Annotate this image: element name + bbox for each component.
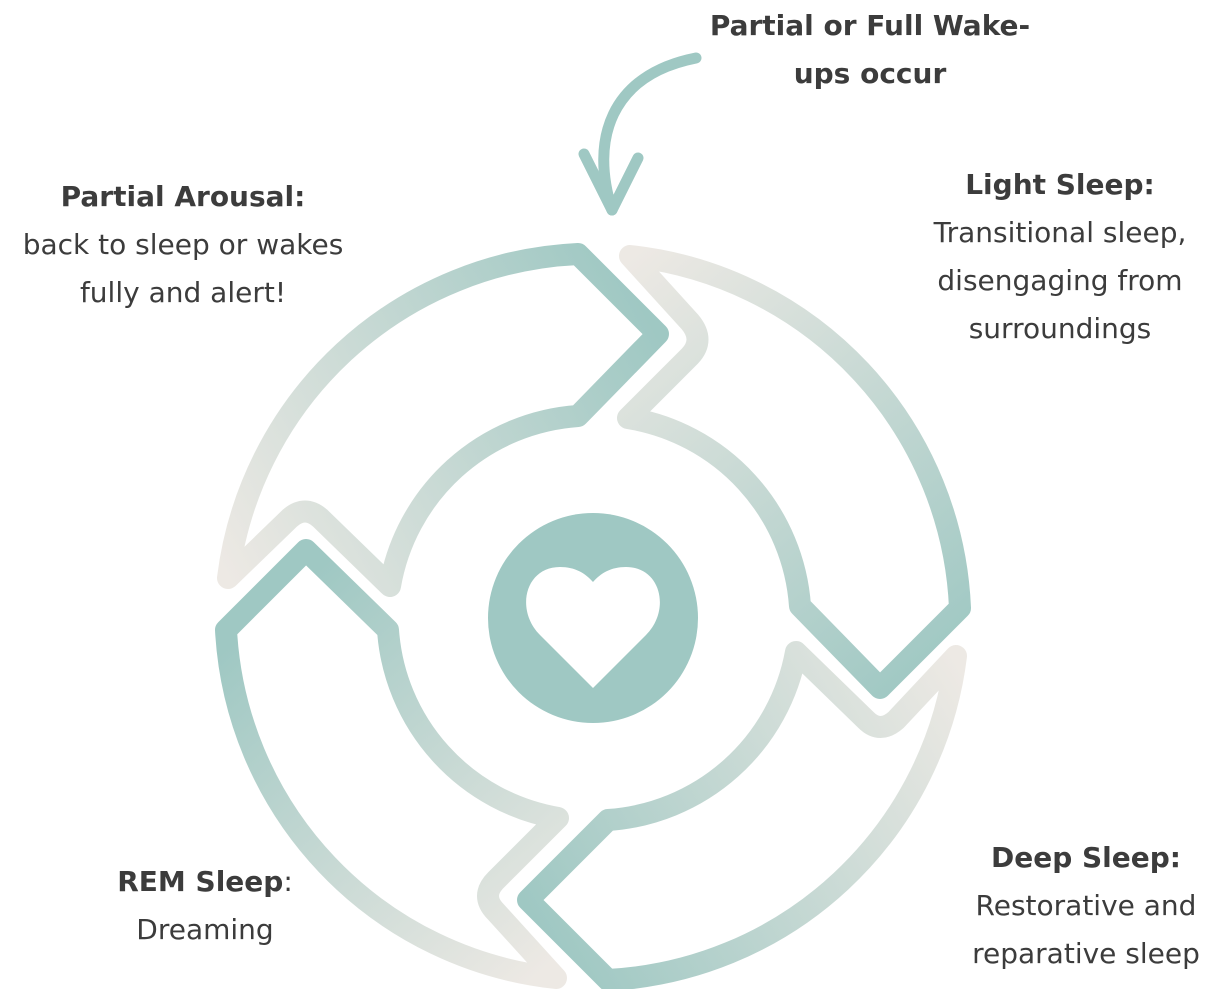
label-partial-arousal: Partial Arousal: back to sleep or wakes … <box>0 173 366 317</box>
wake-title-line2: ups occur <box>793 57 947 90</box>
label-wake-ups: Partial or Full Wake- ups occur <box>690 2 1050 98</box>
curved-arrow-icon <box>578 52 702 216</box>
deep-sleep-line2: reparative sleep <box>972 937 1200 970</box>
segment-partial-arousal <box>217 243 669 597</box>
light-sleep-line3: surroundings <box>968 312 1152 345</box>
deep-sleep-title: Deep Sleep: <box>991 841 1181 874</box>
light-sleep-title: Light Sleep: <box>965 168 1155 201</box>
segment-deep-sleep <box>517 641 967 989</box>
segment-light-sleep <box>617 245 971 699</box>
rem-title: REM Sleep <box>117 865 284 898</box>
light-sleep-line1: Transitional sleep, <box>933 216 1187 249</box>
segment-rem-sleep <box>215 539 569 989</box>
rem-title-colon: : <box>283 865 293 898</box>
arousal-line1: back to sleep or wakes <box>22 228 344 261</box>
label-rem-sleep: REM Sleep: Dreaming <box>90 858 320 954</box>
label-light-sleep: Light Sleep: Transitional sleep, disenga… <box>900 161 1220 353</box>
light-sleep-line2: disengaging from <box>937 264 1183 297</box>
arousal-title: Partial Arousal: <box>60 180 306 213</box>
heart-icon <box>526 567 660 688</box>
arousal-line2: fully and alert! <box>79 276 287 309</box>
rem-line1: Dreaming <box>136 913 274 946</box>
label-deep-sleep: Deep Sleep: Restorative and reparative s… <box>950 834 1222 978</box>
deep-sleep-line1: Restorative and <box>975 889 1197 922</box>
wake-title-line1: Partial or Full Wake- <box>709 9 1031 42</box>
rem-title-row: REM Sleep: <box>90 858 320 906</box>
